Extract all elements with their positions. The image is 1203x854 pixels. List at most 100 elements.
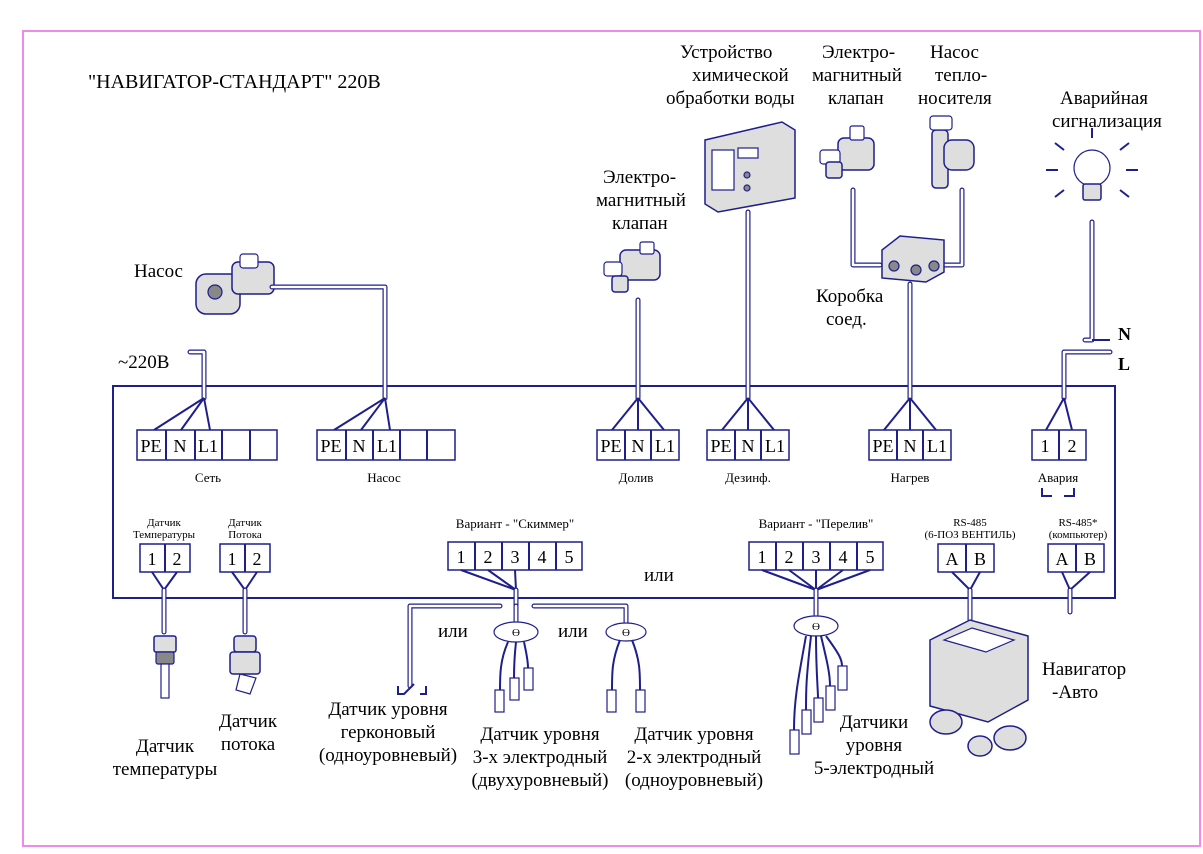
label-text: уровня xyxy=(846,735,903,756)
chemical-unit-icon xyxy=(704,121,796,213)
terminal-cell: PE xyxy=(140,436,161,456)
controller-box xyxy=(112,385,1116,599)
label-text: PE xyxy=(600,436,621,456)
label-text: Датчик уровня xyxy=(328,699,448,720)
terminal-caption: Сеть xyxy=(195,470,221,485)
solenoid-valve-icon xyxy=(603,241,661,293)
valve-mid-label: Электро- xyxy=(603,167,676,188)
terminal-cell: L1 xyxy=(377,436,397,456)
label-text: температуры xyxy=(113,759,218,780)
terminal-cell: N xyxy=(353,436,366,456)
label-text: носителя xyxy=(918,88,992,109)
terminal-block-set: PE N L1 Сеть xyxy=(136,429,278,485)
label-text: магнитный xyxy=(812,65,902,86)
label-text: (двухуровневый) xyxy=(472,770,609,791)
label-text: Авария xyxy=(1038,470,1079,485)
label-text: Датчик xyxy=(147,517,181,529)
valve-mid-label: клапан xyxy=(612,213,668,234)
five-electrode-sensor-icon: ϴ xyxy=(789,615,848,755)
label-text: Аварийная xyxy=(1060,88,1148,109)
label-text: 2 xyxy=(1068,436,1077,456)
label-text: клапан xyxy=(828,88,884,109)
label-text: L1 xyxy=(765,436,785,456)
label-text: Вариант - "Перелив" xyxy=(759,516,874,531)
label-text: Датчик уровня xyxy=(480,724,600,745)
label-text: RS-485 xyxy=(953,517,987,529)
set-wires xyxy=(153,397,391,431)
terminal-block-nagrev: PE N L1 Нагрев xyxy=(868,429,952,485)
label-text: 1 xyxy=(1041,436,1050,456)
label-text: B xyxy=(1084,549,1096,569)
pump-label: Насос xyxy=(134,261,183,282)
terminal-block-pereliv: 1 2 3 4 5 xyxy=(748,541,884,571)
label-text: Навигатор xyxy=(1042,659,1126,680)
label-text: 3-х электродный xyxy=(473,747,608,768)
svg-text:ϴ: ϴ xyxy=(812,621,820,633)
terminal-cell: PE xyxy=(320,436,341,456)
terminal-caption: Насос xyxy=(367,470,401,485)
label-text: Датчик xyxy=(219,711,278,732)
label-text: 2-х электродный xyxy=(627,747,762,768)
label-text: -Авто xyxy=(1052,682,1098,703)
label-text: 4 xyxy=(839,547,848,567)
terminal-cell: N xyxy=(174,436,187,456)
two-electrode-sensor-icon: ϴ xyxy=(605,622,647,713)
terminal-block-dezinf: PE N L1 Дезинф. xyxy=(706,429,790,485)
navigator-auto-icon xyxy=(929,619,1029,757)
label-text: 2 xyxy=(173,549,182,569)
label-text: Коробка xyxy=(816,286,884,307)
svg-text:ϴ: ϴ xyxy=(512,627,520,639)
label-text: A xyxy=(946,549,959,569)
terminal-cell: L1 xyxy=(198,436,218,456)
label-text: 5 xyxy=(866,547,875,567)
three-electrode-sensor-icon: ϴ xyxy=(493,621,539,713)
label-text: герконовый xyxy=(341,722,436,743)
terminal-block-nasos: PE N L1 Насос xyxy=(316,429,456,485)
label-text: N xyxy=(1118,324,1131,344)
label-text: L1 xyxy=(927,436,947,456)
junction-box-icon xyxy=(881,235,945,283)
label-text: Датчики xyxy=(840,712,908,733)
label-text: Электро- xyxy=(822,42,895,63)
label-text: Вариант - "Скиммер" xyxy=(456,516,574,531)
label-text: (одноуровневый) xyxy=(625,770,763,791)
label-text: Нагрев xyxy=(891,470,930,485)
label-text: 2 xyxy=(785,547,794,567)
label-text: Датчик xyxy=(228,517,262,529)
label-text: обработки воды xyxy=(666,88,795,109)
terminal-block-rs485-pc: A B xyxy=(1047,543,1105,573)
label-text: химической xyxy=(692,65,789,86)
supply-label: ~220В xyxy=(118,352,169,373)
label-text: Устройство xyxy=(680,42,772,63)
label-text: 1 xyxy=(457,547,466,567)
valve-mid-label: магнитный xyxy=(596,190,686,211)
label-text: или xyxy=(558,621,588,642)
label-text: 5 xyxy=(565,547,574,567)
label-text: Датчик уровня xyxy=(634,724,754,745)
label-text: Дезинф. xyxy=(725,470,771,485)
label-text: Насос xyxy=(930,42,979,63)
heat-pump-icon xyxy=(929,115,975,189)
pump-icon xyxy=(195,253,275,315)
label-text: Температуры xyxy=(133,529,196,541)
label-text: 5-электродный xyxy=(814,758,934,779)
svg-text:ϴ: ϴ xyxy=(622,627,630,639)
terminal-block-avaria: 1 2 Авария xyxy=(1031,429,1087,497)
terminal-block-temp: 1 2 xyxy=(139,543,191,573)
label-text: соед. xyxy=(826,309,867,330)
label-text: (6-ПОЗ ВЕНТИЛЬ) xyxy=(924,529,1015,541)
label-text: 1 xyxy=(758,547,767,567)
label-text: A xyxy=(1056,549,1069,569)
terminal-block-doliv: PE N L1 Долив xyxy=(596,429,680,485)
flow-sensor-icon xyxy=(229,635,261,695)
label-text: тепло- xyxy=(935,65,987,86)
label-text: 1 xyxy=(148,549,157,569)
diagram-title: "НАВИГАТОР-СТАНДАРТ" 220В xyxy=(88,71,381,93)
label-text: B xyxy=(974,549,986,569)
label-text: N xyxy=(632,436,645,456)
label-text: N xyxy=(742,436,755,456)
label-text: 3 xyxy=(511,547,520,567)
page-frame xyxy=(22,30,1201,847)
label-text: Потока xyxy=(228,529,262,541)
